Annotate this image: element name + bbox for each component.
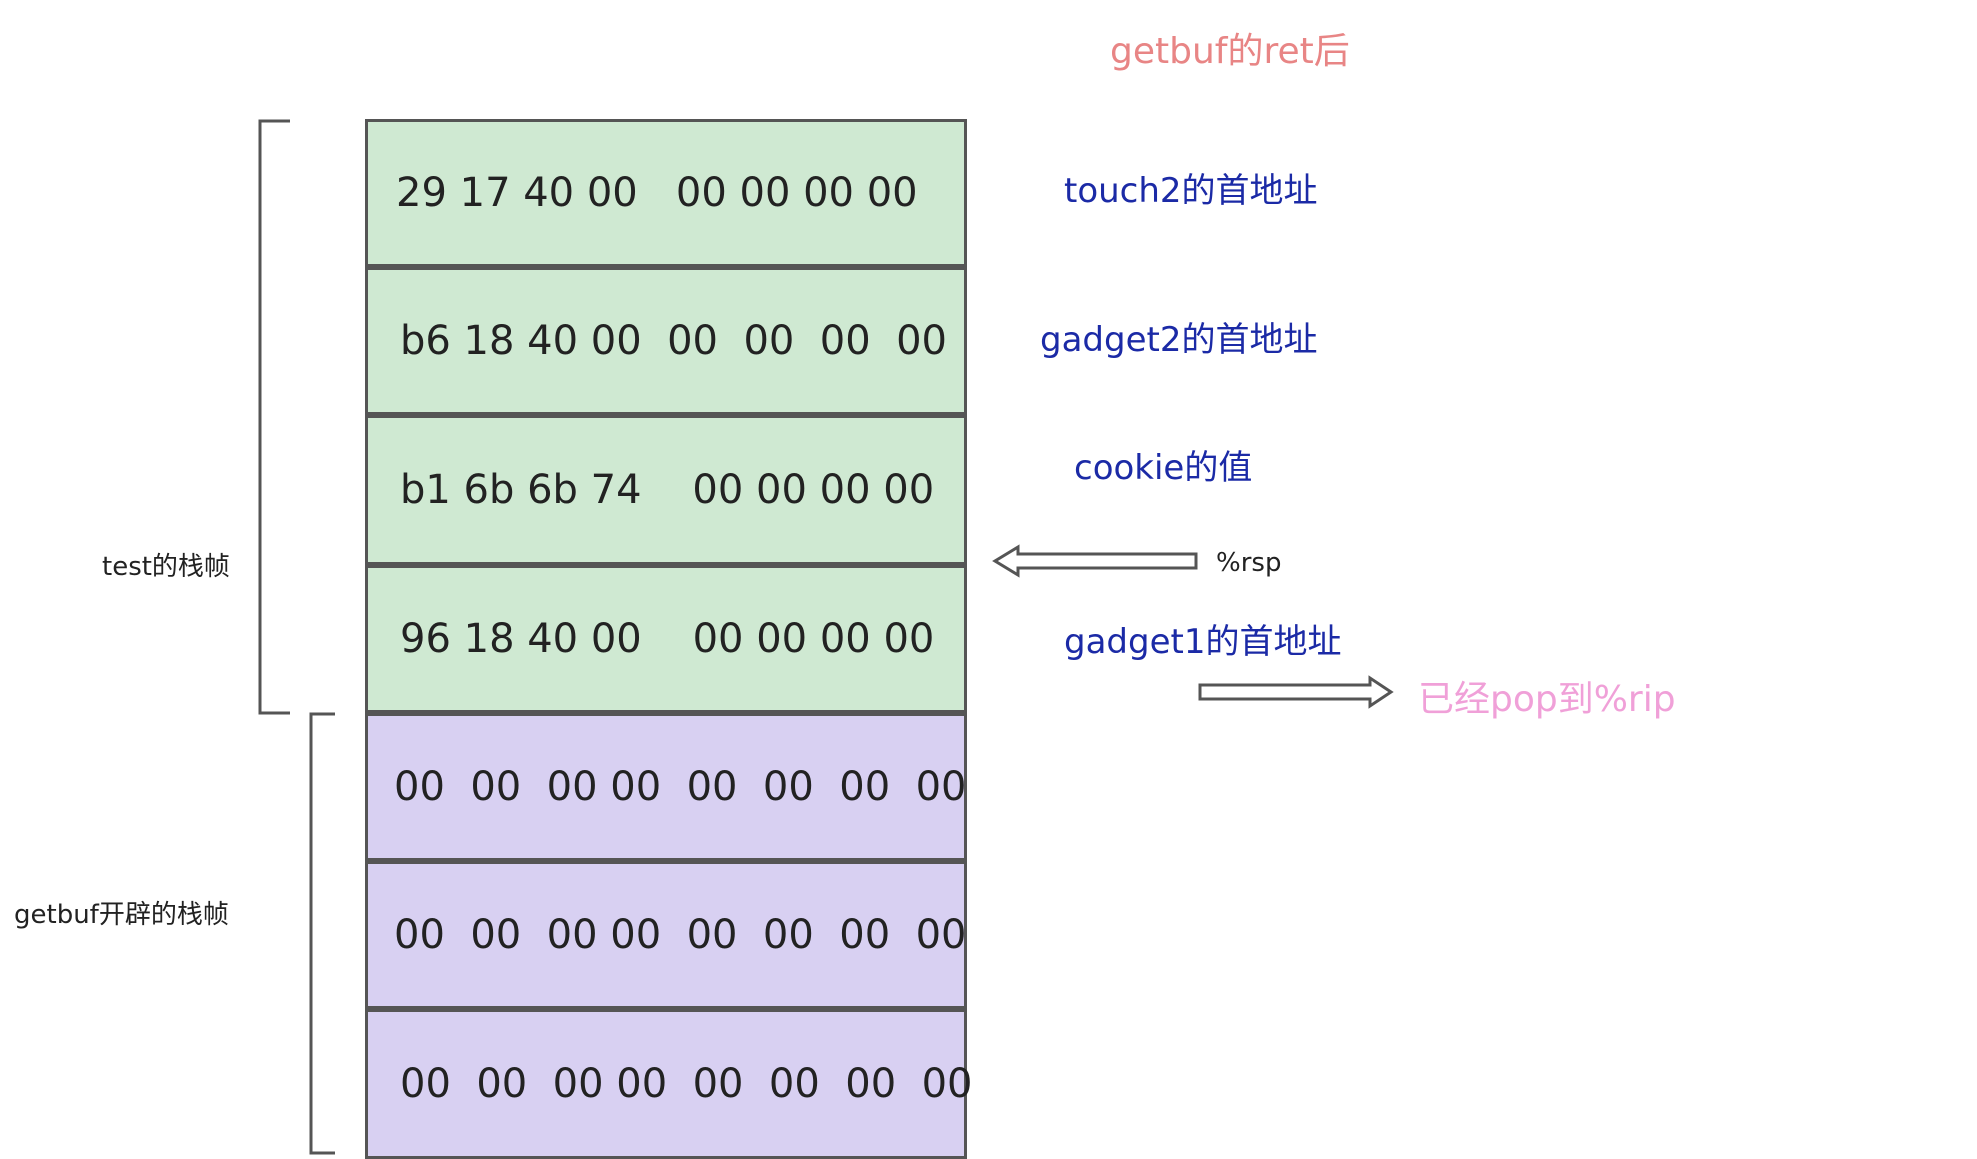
test-frame-row: b1 6b 6b 74 00 00 00 00: [365, 415, 967, 565]
test-frame-row: 96 18 40 00 00 00 00 00: [365, 565, 967, 713]
diagram-title: getbuf的ret后: [1110, 31, 1350, 72]
rsp-arrow-icon: [992, 544, 1198, 578]
annotation-gadget1-address: gadget1的首地址: [1064, 622, 1342, 662]
annotation-cookie-value: cookie的值: [1074, 448, 1253, 488]
getbuf-frame-row: 00 00 00 00 00 00 00 00: [365, 713, 967, 861]
row-bytes: b1 6b 6b 74 00 00 00 00: [400, 467, 935, 513]
getbuf-frame-row: 00 00 00 00 00 00 00 00: [365, 1009, 972, 1159]
popped-to-rip-label: 已经pop到%rip: [1418, 679, 1676, 720]
row-bytes: 00 00 00 00 00 00 00 00: [400, 1061, 973, 1107]
pop-arrow-icon: [1198, 675, 1394, 709]
annotation-touch2-address: touch2的首地址: [1064, 171, 1318, 211]
row-bytes: 96 18 40 00 00 00 00 00: [400, 616, 935, 662]
row-bytes: 00 00 00 00 00 00 00 00: [394, 764, 967, 810]
getbuf-frame-label: getbuf开辟的栈帧: [14, 900, 229, 930]
getbuf-frame-bracket: [309, 712, 335, 1155]
test-frame-row: b6 18 40 00 00 00 00 00: [365, 267, 967, 415]
row-bytes: 00 00 00 00 00 00 00 00: [394, 912, 967, 958]
row-bytes: b6 18 40 00 00 00 00 00: [400, 318, 947, 364]
annotation-gadget2-address: gadget2的首地址: [1040, 320, 1318, 360]
test-frame-row: 29 17 40 00 00 00 00 00: [365, 119, 967, 267]
test-frame-bracket: [258, 119, 290, 715]
row-bytes: 29 17 40 00 00 00 00 00: [396, 170, 918, 216]
test-frame-label: test的栈帧: [102, 552, 230, 582]
rsp-label: %rsp: [1216, 548, 1282, 578]
getbuf-frame-row: 00 00 00 00 00 00 00 00: [365, 861, 967, 1009]
